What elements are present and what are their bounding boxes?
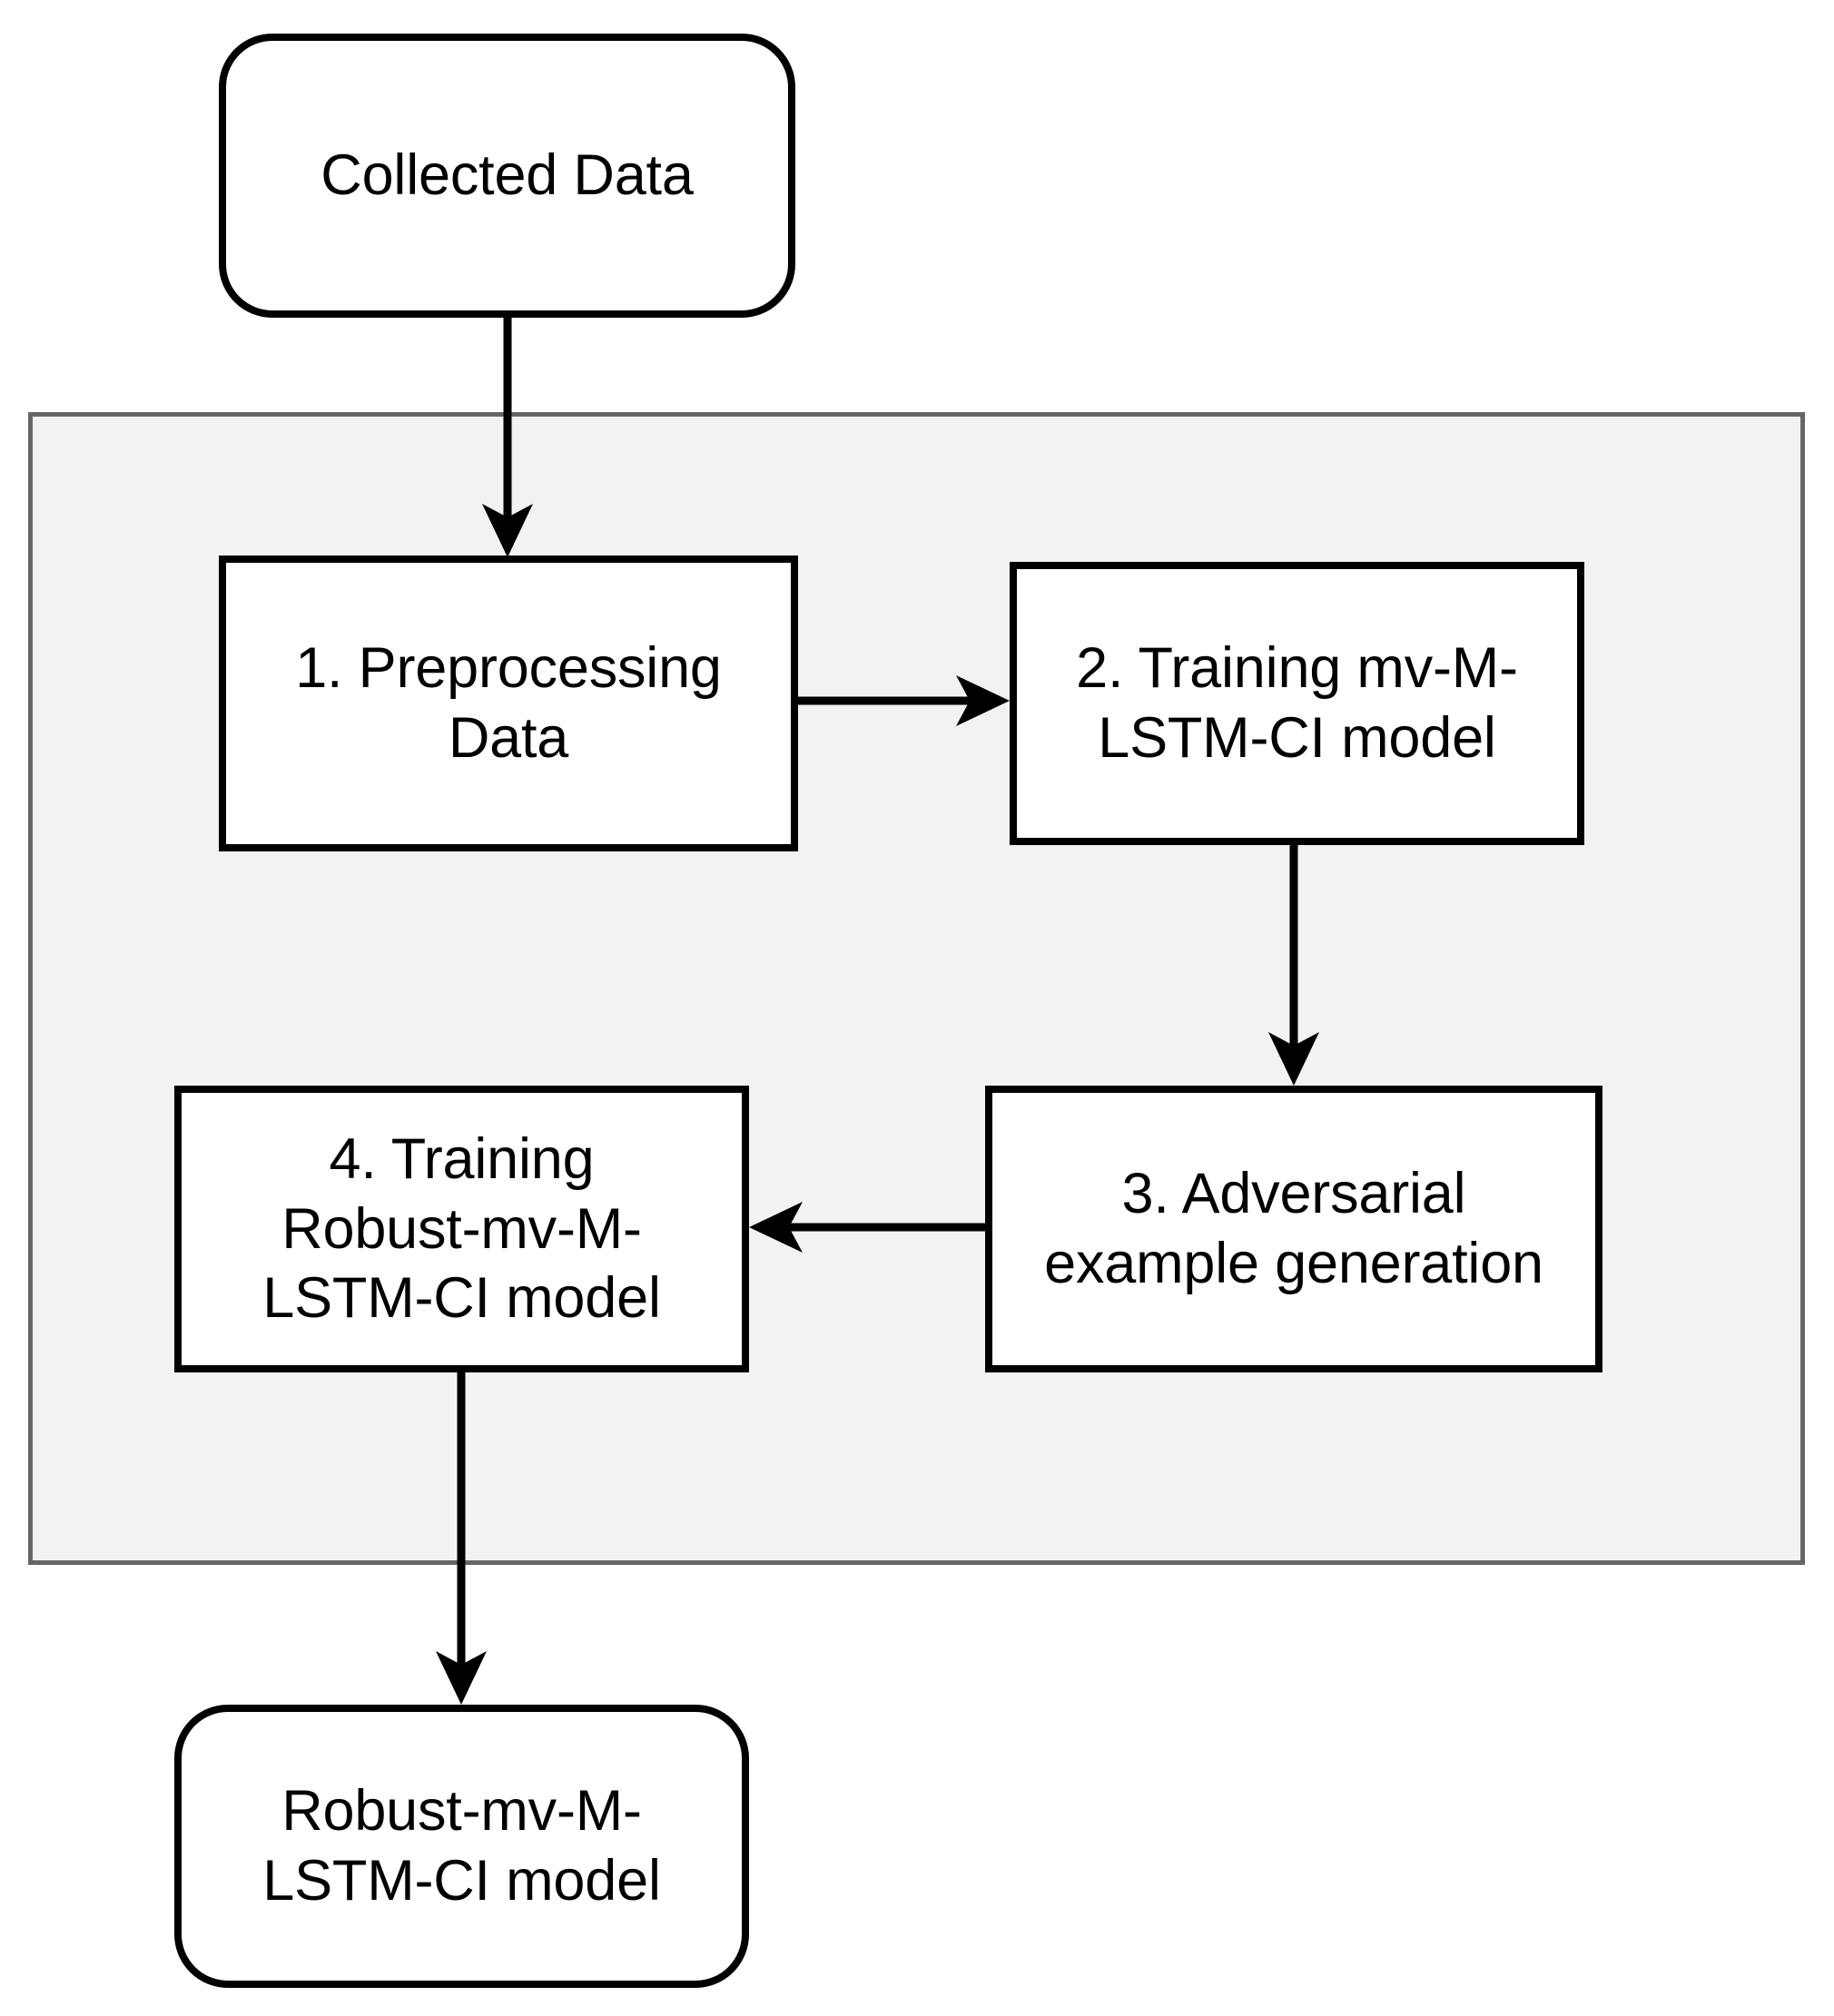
- node-step-4-training-robust-mv-m-lstm-ci-model[interactable]: [174, 1086, 749, 1372]
- edge-step-4-to-robust-model: [436, 1372, 487, 1705]
- node-step-1-preprocessing-data[interactable]: [219, 556, 798, 851]
- edge-collected-data-to-step-1: [482, 318, 533, 557]
- node-collected-data[interactable]: [219, 34, 795, 318]
- edge-step-3-to-step-4: [749, 1202, 985, 1253]
- node-step-2-training-mv-m-lstm-ci-model[interactable]: [1010, 562, 1584, 845]
- node-robust-model-output[interactable]: [174, 1705, 749, 1988]
- node-step-3-adversarial-example-generation[interactable]: [985, 1086, 1602, 1372]
- edge-step-1-to-step-2: [798, 675, 1010, 726]
- edge-step-2-to-step-3: [1268, 845, 1319, 1086]
